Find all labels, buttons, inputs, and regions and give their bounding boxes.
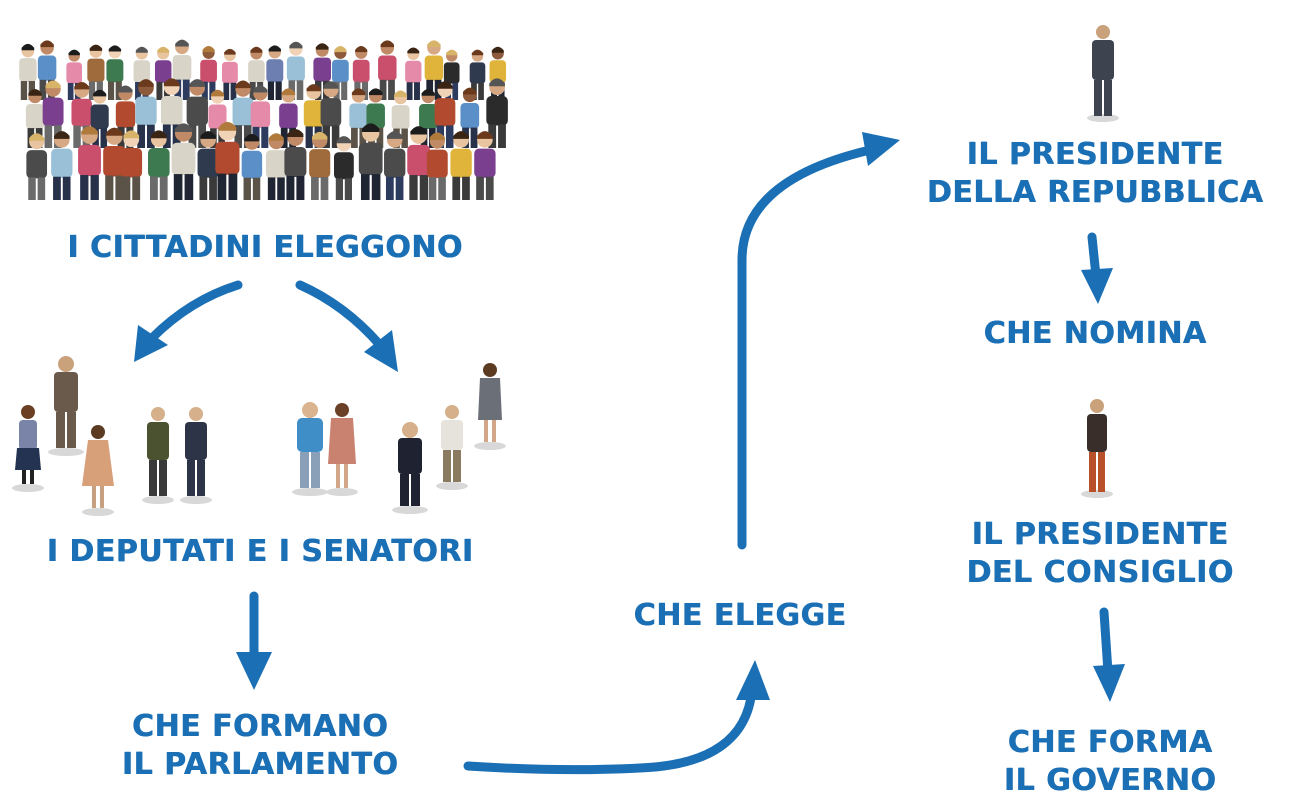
crowd-person bbox=[103, 127, 126, 200]
crowd-person bbox=[197, 131, 219, 200]
crowd-person bbox=[384, 131, 406, 200]
government-label: CHE FORMA IL GOVERNO bbox=[975, 724, 1245, 800]
president-council-line1: IL PRESIDENTE bbox=[971, 517, 1229, 552]
crowd-person bbox=[349, 88, 368, 148]
crowd-person bbox=[265, 133, 287, 200]
deputies-group-illustration bbox=[12, 356, 212, 516]
arrow-to-senators bbox=[295, 280, 398, 372]
president-republic-line1: IL PRESIDENTE bbox=[966, 137, 1224, 172]
crowd-person bbox=[78, 126, 101, 200]
president-council-label: IL PRESIDENTE DEL CONSIGLIO bbox=[945, 516, 1255, 592]
government-line2: IL GOVERNO bbox=[1003, 763, 1217, 798]
arrow-to-government bbox=[1093, 607, 1125, 702]
senators-group-illustration bbox=[292, 363, 506, 514]
crowd-person bbox=[42, 80, 64, 148]
crowd-person bbox=[284, 129, 307, 200]
crowd-person bbox=[26, 133, 48, 200]
crowd-person bbox=[200, 46, 217, 100]
arrow-to-deputies bbox=[134, 280, 243, 362]
crowd-person bbox=[71, 81, 92, 148]
crowd-person bbox=[334, 136, 354, 200]
deputies-senators-label: I DEPUTATI E I SENATORI bbox=[46, 534, 474, 569]
crowd-person bbox=[248, 46, 265, 100]
president-council-line2: DEL CONSIGLIO bbox=[966, 555, 1234, 590]
crowd-person bbox=[232, 80, 254, 148]
arrow-to-appoints bbox=[1081, 232, 1113, 304]
crowd-person bbox=[358, 123, 383, 200]
crowd-person bbox=[215, 121, 240, 200]
arrow-to-parliament bbox=[236, 591, 272, 690]
government-line1: CHE FORMA bbox=[1007, 725, 1213, 760]
crowd-of-citizens-illustration bbox=[19, 39, 508, 200]
crowd-person bbox=[135, 79, 157, 148]
crowd-person bbox=[426, 132, 448, 200]
crowd-person bbox=[378, 40, 397, 100]
crowd-person bbox=[171, 123, 196, 200]
crowd-person bbox=[450, 131, 472, 200]
crowd-person bbox=[407, 126, 431, 200]
crowd-person bbox=[266, 45, 284, 100]
president-republic-line2: DELLA REPUBBLICA bbox=[926, 175, 1264, 210]
president-republic-label: IL PRESIDENTE DELLA REPUBBLICA bbox=[905, 136, 1285, 212]
parliament-label-line1: CHE FORMANO bbox=[131, 709, 389, 744]
crowd-person bbox=[51, 131, 73, 200]
crowd-person bbox=[309, 131, 331, 200]
president-of-council-illustration bbox=[1081, 399, 1113, 498]
president-of-republic-illustration bbox=[1087, 25, 1119, 122]
parliament-label-line2: IL PARLAMENTO bbox=[121, 747, 399, 782]
citizens-label: I CITTADINI ELEGGONO bbox=[67, 230, 463, 265]
arrow-to-president-republic bbox=[737, 132, 900, 550]
parliament-label: CHE FORMANO IL PARLAMENTO bbox=[110, 708, 410, 784]
crowd-person bbox=[405, 47, 422, 100]
crowd-person bbox=[148, 130, 170, 200]
crowd-person bbox=[241, 133, 263, 200]
crowd-person bbox=[133, 46, 151, 100]
crowd-person bbox=[474, 131, 496, 200]
appoints-label: CHE NOMINA bbox=[983, 316, 1207, 351]
elects-label: CHE ELEGGE bbox=[633, 598, 847, 633]
crowd-person bbox=[120, 130, 143, 200]
arrow-to-elects bbox=[463, 660, 770, 775]
crowd-person bbox=[221, 48, 238, 100]
